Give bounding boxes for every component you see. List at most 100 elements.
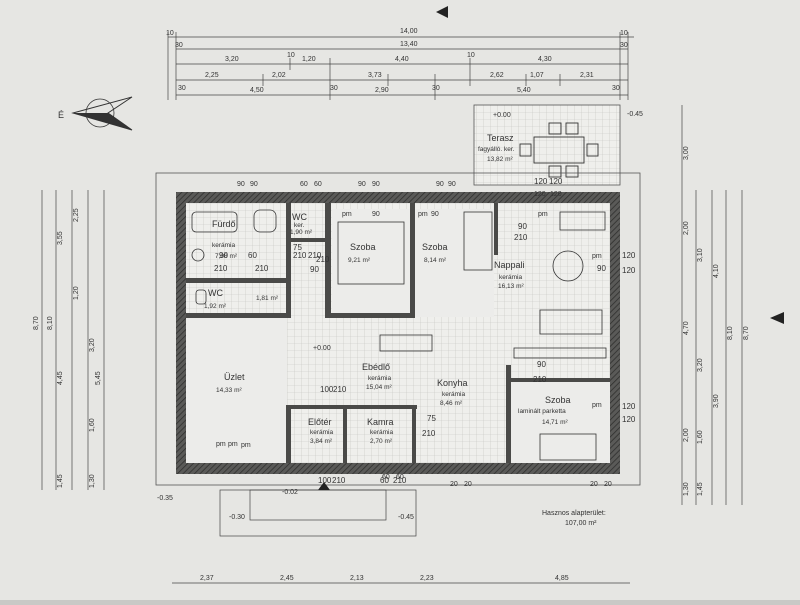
dim-inner-width: 13,40 bbox=[400, 41, 418, 48]
north-label: É bbox=[58, 110, 64, 120]
room-material: ker. bbox=[294, 222, 305, 229]
dim-top-r4-a: 2,25 bbox=[205, 72, 219, 79]
room-name: Terasz bbox=[487, 133, 514, 143]
room-area: 13,82 m² bbox=[487, 156, 513, 163]
room-area: 15,04 m² bbox=[366, 384, 392, 391]
window-code: 60 bbox=[396, 474, 404, 481]
window-code: 20 bbox=[590, 481, 598, 488]
dim-right-6: 8,10 bbox=[727, 326, 734, 340]
dim-right-5: 4,70 bbox=[683, 321, 690, 335]
window-codes: 90 90 60 60 90 90 90 90 120 120 pm pm pm… bbox=[216, 181, 612, 488]
dim-top-r3-d: 4,30 bbox=[538, 56, 552, 63]
room-name: Kamra bbox=[367, 417, 394, 427]
dim-right-13: 1,30 bbox=[683, 482, 690, 496]
dim-total-width: 14,00 bbox=[400, 28, 418, 35]
dim-bottom-1: 2,37 bbox=[200, 575, 214, 582]
room-area: 1,90 m² bbox=[290, 229, 313, 236]
dim-left-1: 3,55 bbox=[57, 231, 64, 245]
small-room-area: 1,81 m² bbox=[256, 295, 279, 302]
level-markers: +0.00 +0.00 -0.45 -0.35 -0.30 -0.02 -0.4… bbox=[157, 111, 643, 521]
window-code: pm bbox=[216, 441, 226, 448]
window-code: 60 bbox=[382, 474, 390, 481]
room-name: WC bbox=[208, 288, 223, 298]
room-material: kerámia bbox=[370, 429, 394, 436]
dim-top-small-6: 10 bbox=[467, 52, 475, 59]
window-code: pm bbox=[241, 442, 251, 449]
room-area: 1,92 m² bbox=[204, 303, 227, 310]
dim-top-r4-f: 2,31 bbox=[580, 72, 594, 79]
dim-top-small-1: 10 bbox=[166, 30, 174, 37]
opening-codes: 90 210 210 75 210 90 210 120 120 90 120 … bbox=[214, 177, 636, 485]
dim-left-10: 1,45 bbox=[57, 474, 64, 488]
window-code: pm bbox=[418, 211, 428, 218]
non-tiled-rooms bbox=[186, 209, 610, 463]
window-code: 90 bbox=[358, 181, 366, 188]
door-code: 210 bbox=[332, 476, 346, 485]
door-code: 120 bbox=[622, 402, 636, 411]
door-code: 210 bbox=[255, 264, 269, 273]
dim-top-r4-d: 2,62 bbox=[490, 72, 504, 79]
door-code: 60 bbox=[380, 476, 389, 485]
room-material: kerámia bbox=[368, 375, 392, 382]
window-code: 120 bbox=[534, 191, 546, 198]
window-code: 90 bbox=[431, 211, 439, 218]
level-mark: -0.02 bbox=[282, 489, 298, 496]
level-mark: +0.00 bbox=[313, 345, 331, 352]
dim-top-r4-b: 2,02 bbox=[272, 72, 286, 79]
dim-right-9: 3,90 bbox=[713, 394, 720, 408]
door-code: 60 bbox=[248, 251, 257, 260]
section-mark-right bbox=[770, 312, 784, 324]
room-labels: Fürdő kerámia 7,08 m² WC ker. 1,90 m² Sz… bbox=[204, 133, 571, 445]
right-dimension-chains: 3,00 2,00 3,10 4,10 4,70 8,10 8,70 3,20 … bbox=[681, 105, 750, 505]
room-name: Szoba bbox=[545, 395, 571, 405]
door-code: 210 bbox=[422, 429, 436, 438]
window-code: 120 bbox=[550, 191, 562, 198]
left-dimension-chains: 3,55 2,25 1,20 8,70 8,10 4,45 5,45 3,20 … bbox=[33, 190, 105, 490]
dim-top-small-3: 30 bbox=[178, 85, 186, 92]
room-name: Szoba bbox=[350, 242, 376, 252]
door-code: 100 bbox=[320, 385, 334, 394]
usable-area-value: 107,00 m² bbox=[565, 520, 597, 527]
room-area: 3,84 m² bbox=[310, 438, 333, 445]
window-code: 60 bbox=[300, 181, 308, 188]
dim-top-small-9: 30 bbox=[620, 42, 628, 49]
usable-area-label: Hasznos alapterület: bbox=[542, 510, 606, 517]
dim-right-3: 3,10 bbox=[697, 248, 704, 262]
north-arrow: É bbox=[58, 96, 133, 131]
interior-walls bbox=[186, 203, 610, 463]
room-material: kerámia bbox=[310, 429, 334, 436]
door-code: 90 bbox=[219, 251, 228, 260]
dim-left-5: 8,10 bbox=[47, 316, 54, 330]
fixtures bbox=[191, 209, 607, 461]
dim-top-r5-b: 2,90 bbox=[375, 87, 389, 94]
section-mark-top bbox=[436, 6, 448, 18]
room-area: 7,08 m² bbox=[215, 253, 238, 260]
dim-left-4: 8,70 bbox=[33, 316, 40, 330]
level-mark: -0.30 bbox=[229, 514, 245, 521]
window-code: 90 bbox=[448, 181, 456, 188]
level-mark: -0.45 bbox=[627, 111, 643, 118]
dim-right-10: 2,00 bbox=[683, 428, 690, 442]
dim-top-small-2: 30 bbox=[175, 42, 183, 49]
dim-top-r5-c: 5,40 bbox=[517, 87, 531, 94]
room-name: Fürdő bbox=[212, 219, 236, 229]
dim-top-r3-b: 1,20 bbox=[302, 56, 316, 63]
room-name: Konyha bbox=[437, 378, 468, 388]
dim-top-small-4: 10 bbox=[287, 52, 295, 59]
room-material: laminált parketta bbox=[518, 408, 566, 415]
dim-bottom-2: 2,45 bbox=[280, 575, 294, 582]
room-name: Szoba bbox=[422, 242, 448, 252]
level-mark: -0.35 bbox=[157, 495, 173, 502]
door-code: 90 bbox=[597, 264, 606, 273]
door-code: 120 bbox=[534, 177, 548, 186]
room-name: Ebédlő bbox=[362, 362, 390, 372]
terrace-area bbox=[473, 104, 621, 186]
door-code: 210 bbox=[393, 476, 407, 485]
window-code: 90 bbox=[237, 181, 245, 188]
window-code: pm bbox=[592, 402, 602, 409]
terrace-table bbox=[519, 122, 599, 178]
room-material: fagyálló. ker. bbox=[478, 146, 515, 153]
dim-right-8: 3,20 bbox=[697, 358, 704, 372]
door-code: 210 bbox=[514, 233, 528, 242]
room-name: Nappali bbox=[494, 260, 525, 270]
